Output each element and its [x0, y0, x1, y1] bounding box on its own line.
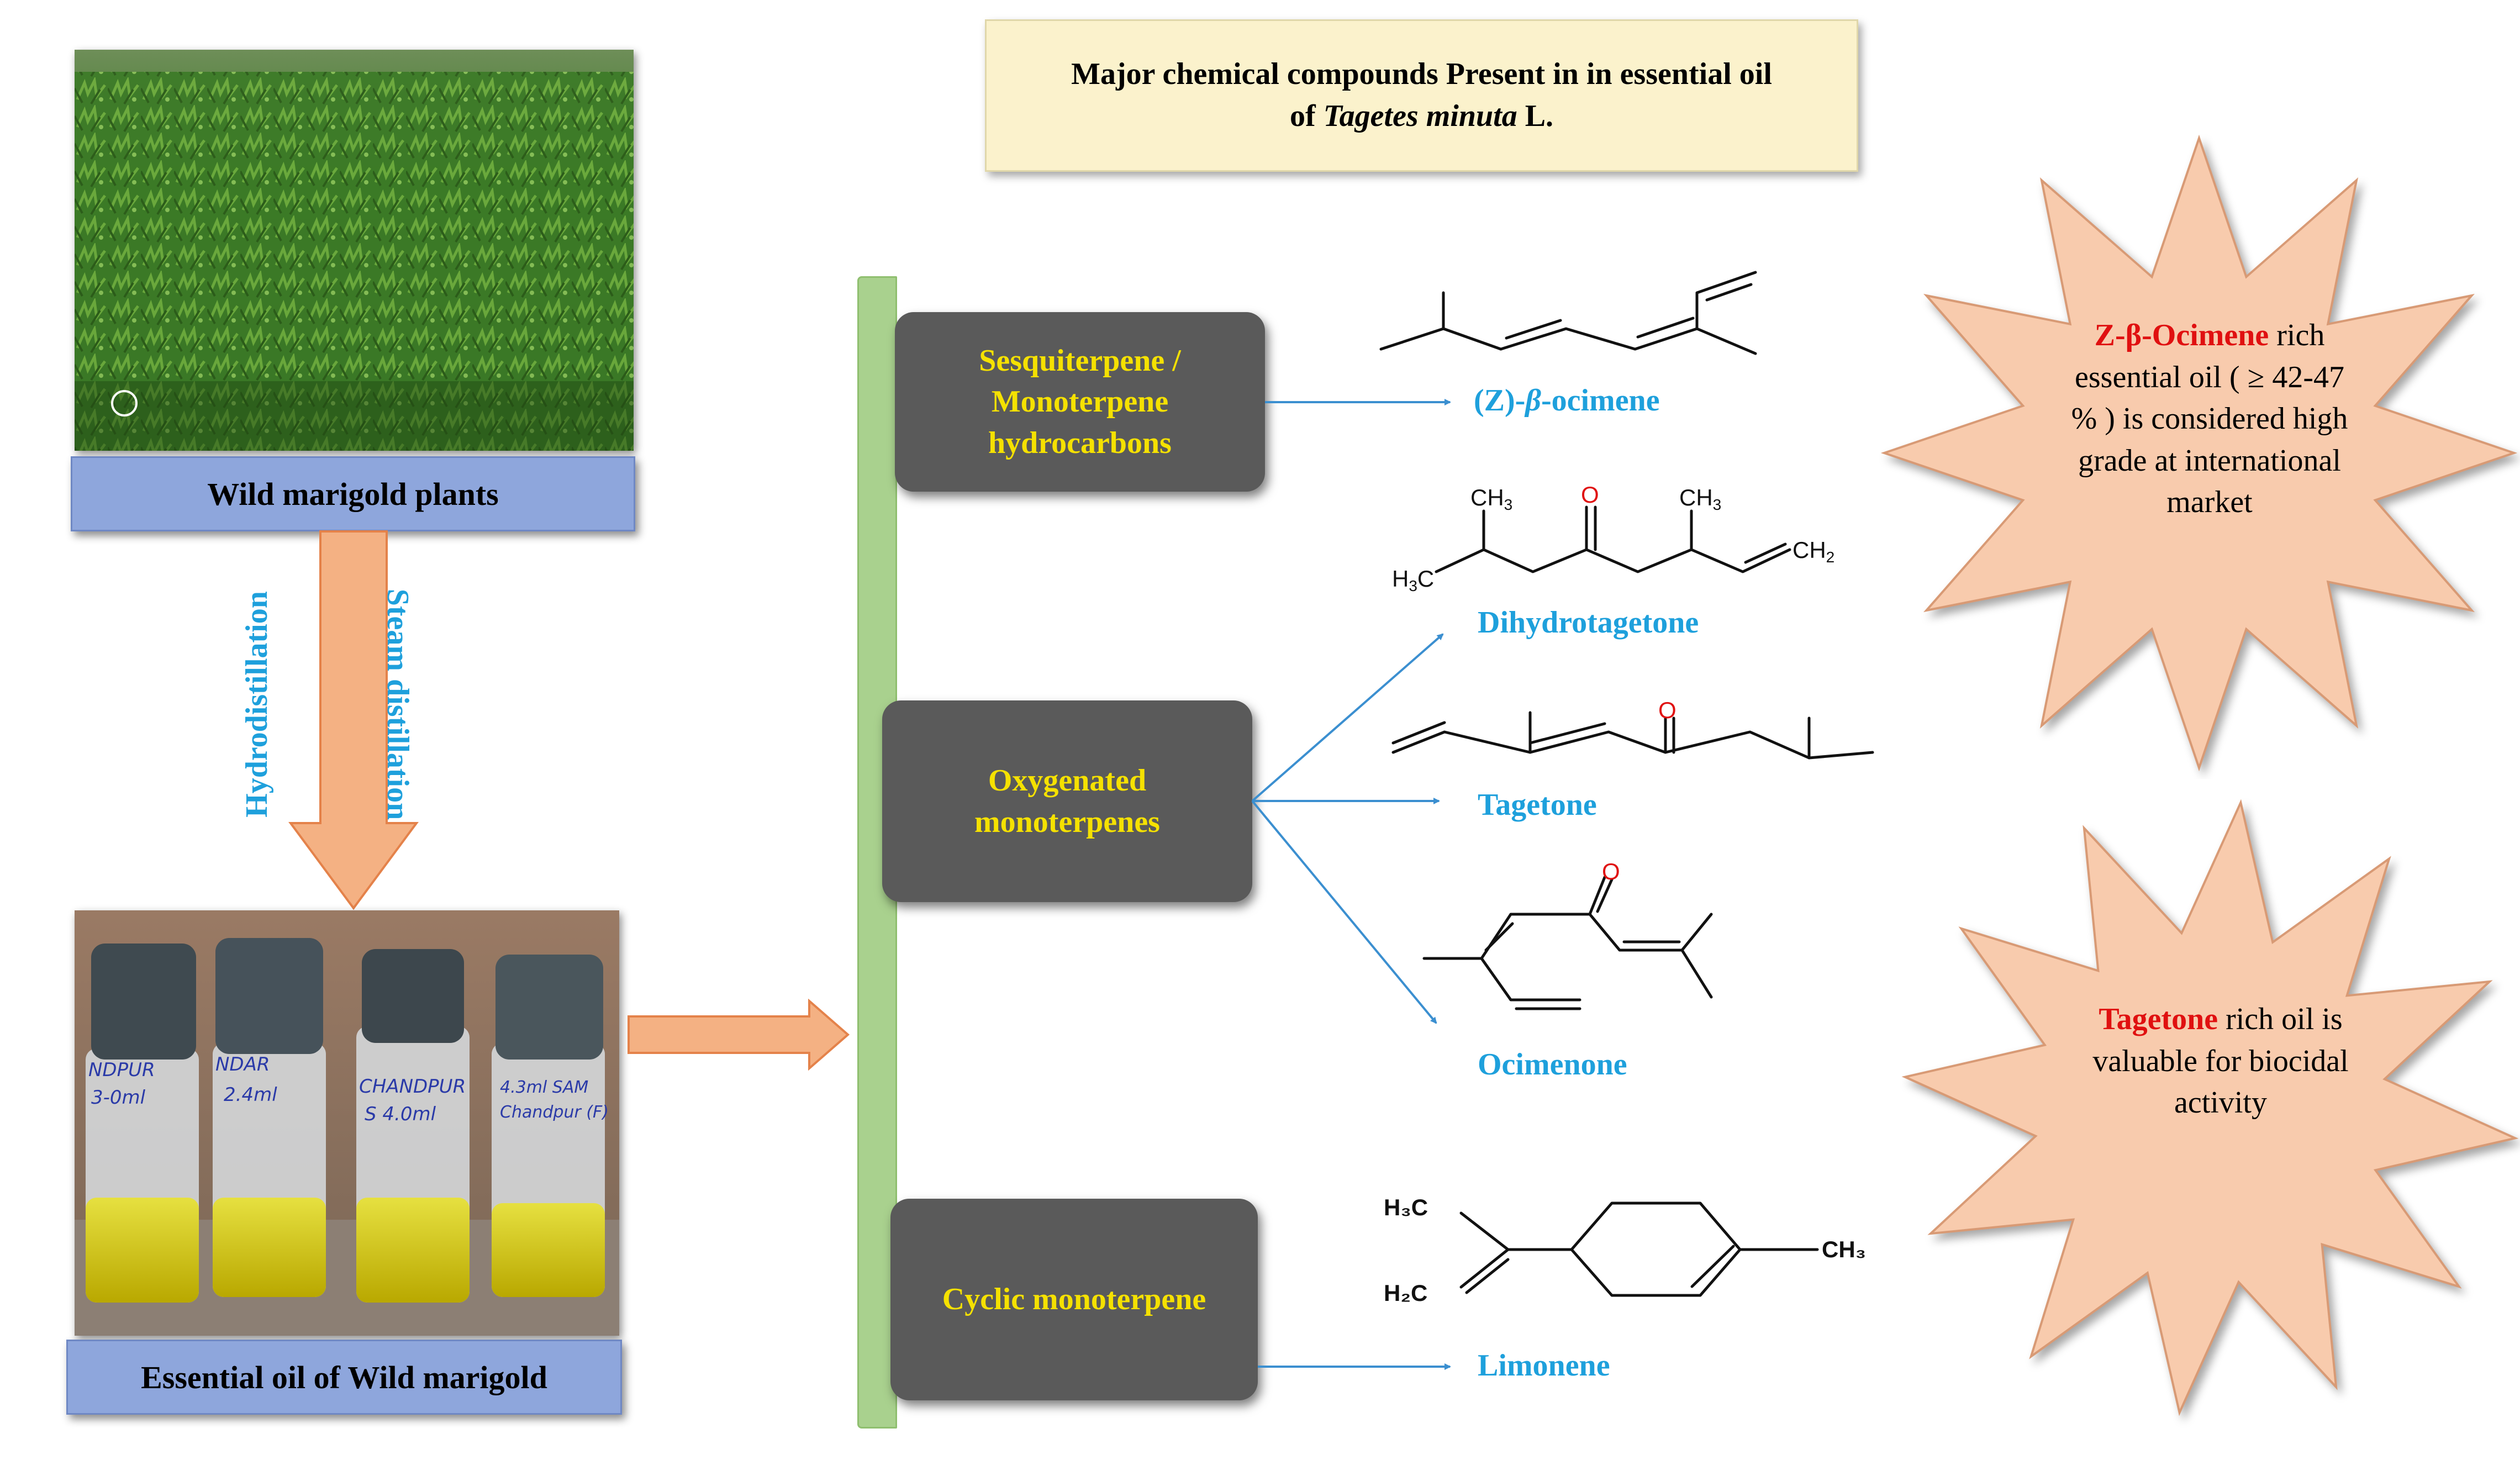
category-hydrocarbons: Sesquiterpene / Monoterpene hydrocarbons	[895, 312, 1265, 492]
vial-3	[356, 949, 470, 1303]
essential-oil-photo: NDPUR 3-0ml NDAR 2.4ml CHANDPUR S 4.0ml …	[75, 910, 619, 1336]
star-bottom-text: Tagetone rich oil is valuable for biocid…	[2092, 1002, 2349, 1120]
atom-oxygen: O	[1658, 697, 1677, 723]
vial-label-text: 3-0ml	[91, 1087, 146, 1109]
star-top-text: Z-β-Ocimene rich essential oil ( ≥ 42-47…	[2071, 318, 2348, 520]
atom-oxygen: O	[1581, 482, 1599, 508]
plants-caption: Wild marigold plants	[71, 456, 635, 531]
vial-label-text: CHANDPUR	[359, 1076, 466, 1098]
oil-vials-image: NDPUR 3-0ml NDAR 2.4ml CHANDPUR S 4.0ml …	[75, 910, 619, 1336]
vial-label-text: 4.3ml SAM	[500, 1078, 588, 1097]
ocimene-structure	[1379, 271, 1757, 355]
vial-label-text: 2.4ml	[224, 1084, 277, 1106]
atom-h3c: H3C	[1392, 566, 1434, 594]
limonene-structure	[1459, 1201, 1819, 1297]
ocimenone-structure	[1422, 876, 1713, 1010]
diagram-title: Major chemical compounds Present in in e…	[985, 19, 1858, 172]
vial-label-text: NDPUR	[88, 1059, 155, 1081]
arrow-to-ocimenone	[1251, 800, 1437, 1024]
marigold-field-image	[75, 50, 634, 451]
vial-label-text: S 4.0ml	[365, 1103, 436, 1125]
atom-ch3: CH3	[1470, 484, 1512, 513]
category-oxygenated: Oxygenated monoterpenes	[882, 700, 1252, 902]
compound-ocimenone: Ocimenone	[1478, 1047, 1627, 1082]
atom-h3c: H₃C	[1384, 1194, 1428, 1220]
distillation-arrow	[288, 530, 419, 910]
vial-4	[492, 955, 605, 1297]
vial-2	[213, 938, 326, 1297]
vial-label-text: Chandpur (F)	[500, 1103, 609, 1122]
arrow-to-dihydrotagetone	[1251, 633, 1444, 802]
compound-dihydrotagetone: Dihydrotagetone	[1478, 605, 1699, 640]
vial-1	[86, 944, 199, 1303]
watermark-icon	[111, 390, 138, 417]
dihydrotagetone-structure	[1435, 505, 1791, 573]
to-compounds-arrow	[628, 999, 850, 1071]
tagetone-structure	[1391, 711, 1874, 760]
atom-ch3: CH3	[1679, 484, 1721, 513]
vial-label-text: NDAR	[215, 1053, 270, 1076]
compound-limonene: Limonene	[1478, 1348, 1610, 1383]
atom-oxygen: O	[1602, 858, 1620, 884]
atom-ch3: CH₃	[1822, 1236, 1866, 1262]
starburst-top	[1880, 134, 2518, 772]
category-cyclic: Cyclic monoterpene	[890, 1199, 1258, 1400]
wild-marigold-photo	[75, 50, 634, 451]
starburst-bottom	[1901, 799, 2519, 1416]
atom-h2c: H₂C	[1384, 1280, 1427, 1306]
compound-ocimene: (Z)-β-ocimene	[1474, 383, 1660, 418]
oil-caption: Essential oil of Wild marigold	[66, 1340, 622, 1415]
compound-tagetone: Tagetone	[1478, 788, 1597, 822]
atom-ch2: CH2	[1793, 537, 1834, 566]
